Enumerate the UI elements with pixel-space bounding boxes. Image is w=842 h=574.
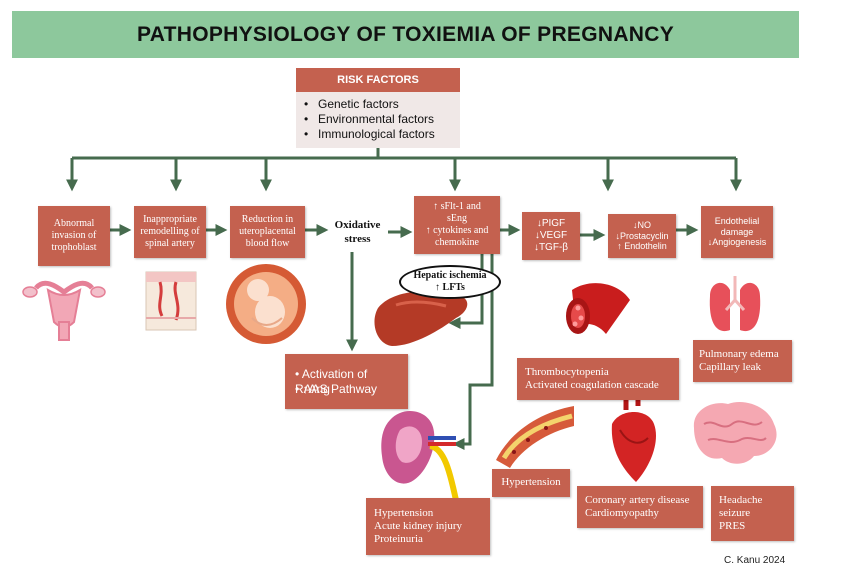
uterus-icon xyxy=(22,280,106,341)
thrombocytopenia-label: Thrombocytopenia Activated coagulation c… xyxy=(525,365,659,391)
blood-vessel-icon xyxy=(566,283,630,334)
arrow-sflt-kidney xyxy=(452,236,494,450)
sflt-label: ↑ sFlt-1 and sEng ↑ cytokines and chemok… xyxy=(425,201,489,248)
brain-icon xyxy=(693,402,777,464)
kidney-icon xyxy=(381,410,461,511)
no-box: ↓NO ↓Prostacyclin ↑ Endothelin xyxy=(608,214,676,258)
risk-factor-item: Genetic factors xyxy=(304,97,460,112)
blood-flow-label: Reduction in uteroplacental blood flow xyxy=(239,214,296,249)
trophoblast-label: Abnormal invasion of trophoblast xyxy=(51,218,97,253)
sflt-box: ↑ sFlt-1 and sEng ↑ cytokines and chemok… xyxy=(414,196,500,254)
blood-flow-box: Reduction in uteroplacental blood flow xyxy=(230,206,305,258)
artery-plaque-icon xyxy=(496,406,574,468)
hepatic-ischemia-ellipse: Hepatic ischemia ↑ LFTs xyxy=(399,265,501,299)
risk-factor-item: Environmental factors xyxy=(304,112,460,127)
arrow-sflt-liver xyxy=(448,236,484,329)
trophoblast-box: Abnormal invasion of trophoblast xyxy=(38,206,110,266)
page-title: PATHOPHYSIOLOGY OF TOXIEMIA OF PREGNANCY xyxy=(136,22,675,46)
coronary-box: Coronary artery disease Cardiomyopathy xyxy=(577,486,703,528)
lungs-icon xyxy=(709,276,761,332)
raas-box: • Activation of RAAS Pathway • ↑Ang xyxy=(285,354,408,409)
plgf-label: ↓PIGF ↓VEGF ↓TGF-β xyxy=(533,218,569,253)
risk-factors-heading: RISK FACTORS xyxy=(296,68,460,92)
raas-item: • ↑Ang xyxy=(295,381,330,396)
plgf-box: ↓PIGF ↓VEGF ↓TGF-β xyxy=(522,212,580,260)
placenta-icon xyxy=(145,271,197,331)
renal-box: Hypertension Acute kidney injury Protein… xyxy=(366,498,490,555)
neuro-box: Headache seizure PRES xyxy=(711,486,794,541)
spinal-artery-box: Inappropriate remodelling of spinal arte… xyxy=(134,206,206,258)
risk-distribution-line xyxy=(72,148,736,160)
thrombocytopenia-box: Thrombocytopenia Activated coagulation c… xyxy=(517,358,679,400)
raas-item: • Activation of RAAS Pathway xyxy=(295,366,378,396)
coronary-label: Coronary artery disease Cardiomyopathy xyxy=(585,493,690,519)
no-label: ↓NO ↓Prostacyclin ↑ Endothelin xyxy=(615,219,669,252)
spinal-artery-label: Inappropriate remodelling of spinal arte… xyxy=(140,214,200,249)
neuro-label: Headache seizure PRES xyxy=(719,493,763,533)
risk-factor-item: Immunological factors xyxy=(304,127,460,142)
pulmonary-label: Pulmonary edema Capillary leak xyxy=(699,347,779,373)
risk-factors-list: Genetic factors Environmental factors Im… xyxy=(296,92,460,148)
title-banner: PATHOPHYSIOLOGY OF TOXIEMIA OF PREGNANCY xyxy=(12,11,799,58)
hypertension-box: Hypertension xyxy=(492,469,570,497)
endothelial-box: Endothelial damage ↓Angiogenesis xyxy=(701,206,773,258)
oxidative-stress-label: Oxidative stress xyxy=(334,219,381,245)
credit-text: C. Kanu 2024 xyxy=(724,555,786,566)
liver-icon xyxy=(374,291,468,346)
fetus-icon xyxy=(226,264,306,344)
heart-icon xyxy=(611,392,656,482)
hypertension-label: Hypertension xyxy=(501,476,561,489)
pulmonary-box: Pulmonary edema Capillary leak xyxy=(693,340,792,382)
endothelial-label: Endothelial damage ↓Angiogenesis xyxy=(707,215,767,248)
renal-label: Hypertension Acute kidney injury Protein… xyxy=(374,506,462,546)
